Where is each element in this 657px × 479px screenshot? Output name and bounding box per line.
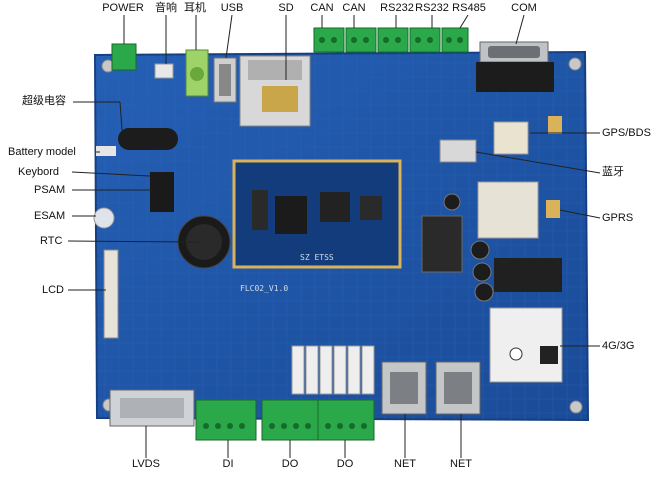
label-usb: USB (220, 2, 244, 14)
label-psam: PSAM (34, 184, 66, 196)
gprs-module (477, 181, 539, 239)
label-can-1: CAN (310, 2, 334, 14)
cellular-module (489, 307, 563, 383)
label-rs232-1: RS232 (380, 2, 414, 14)
label-gps: GPS/BDS (602, 127, 651, 139)
lcd-connector (103, 249, 119, 339)
label-di: DI (222, 458, 234, 470)
label-earphone: 耳机 (184, 2, 206, 14)
top-terminals (313, 27, 469, 53)
module-text: SZ ETSS (300, 253, 334, 262)
label-power: POWER (102, 2, 144, 14)
label-cellular: 4G/3G (602, 340, 635, 352)
label-do-1: DO (281, 458, 299, 470)
label-rtc: RTC (40, 235, 63, 247)
gps-module (493, 121, 529, 155)
audio-connector (154, 63, 174, 79)
label-gprs: GPRS (602, 212, 634, 224)
label-do-2: DO (336, 458, 354, 470)
label-bluetooth: 蓝牙 (602, 166, 624, 178)
label-battery: Battery model (8, 146, 76, 158)
label-esam: ESAM (34, 210, 66, 222)
label-sd: SD (278, 2, 294, 14)
leader-lines (67, 14, 601, 458)
label-lcd: LCD (42, 284, 65, 296)
label-supercap: 超级电容 (22, 95, 66, 107)
label-com: COM (511, 2, 537, 14)
silkscreen-text: FLC02_V1.0 (240, 284, 288, 293)
label-can-2: CAN (342, 2, 366, 14)
label-keyboard: Keybord (18, 166, 59, 178)
label-rs232-2: RS232 (415, 2, 449, 14)
label-net-2: NET (450, 458, 472, 470)
power-connector (111, 43, 137, 71)
label-net-1: NET (394, 458, 416, 470)
label-audio: 音响 (155, 2, 177, 14)
bottom-terminals (195, 399, 375, 441)
label-rs485: RS485 (452, 2, 486, 14)
bluetooth-module (439, 139, 477, 163)
label-lvds: LVDS (132, 458, 160, 470)
